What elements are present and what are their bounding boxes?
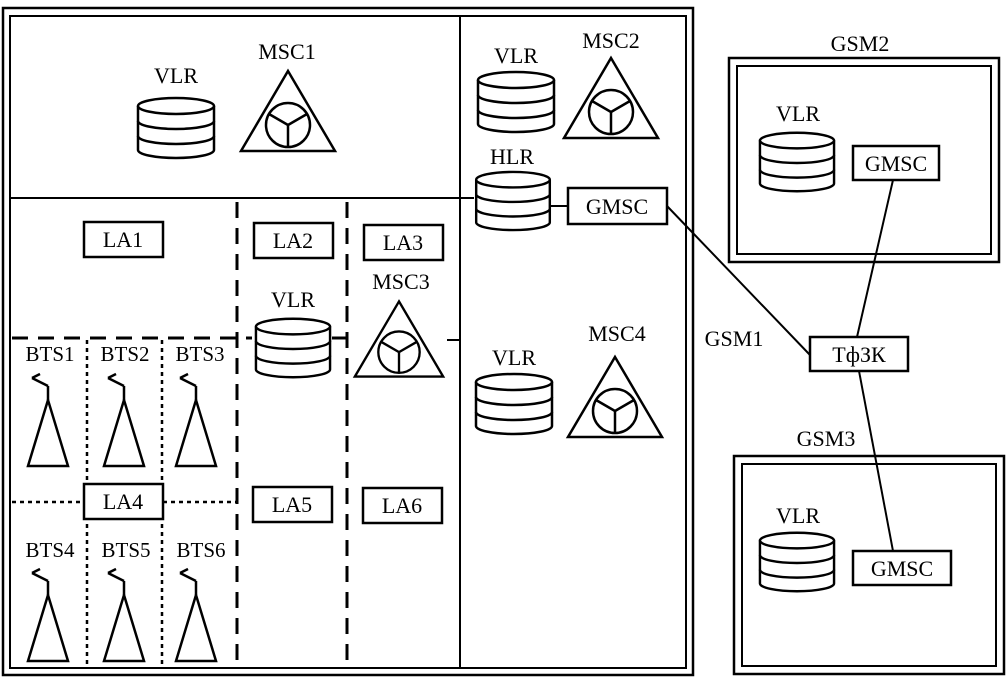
bts2-label: BTS2	[100, 342, 149, 366]
bts4-antenna-icon	[26, 567, 70, 663]
la6-box	[361, 486, 444, 525]
gsm2-gmsc-box	[851, 144, 941, 182]
gsm1-gmsc-box	[566, 186, 669, 226]
la4-box	[82, 482, 165, 521]
gsm2-vlr-database-icon	[758, 131, 836, 193]
msc2-label: MSC2	[582, 28, 639, 53]
gsm2-label: GSM2	[831, 31, 890, 56]
msc4-switch-icon	[566, 355, 664, 439]
gsm3-label: GSM3	[797, 426, 856, 451]
bts1-antenna-icon	[26, 372, 70, 468]
pstn-label: ТфЗК	[832, 342, 886, 367]
la4-label: LA4	[103, 489, 143, 514]
hlr-database-icon	[474, 170, 552, 232]
gsm3-gmsc-label: GMSC	[871, 556, 933, 581]
la3-box	[362, 223, 445, 262]
bts6-label: BTS6	[176, 538, 225, 562]
gsm1-gmsc-label: GMSC	[586, 194, 648, 219]
vlr-msc3-database-icon	[254, 317, 332, 379]
gsm1-network-frame	[1, 6, 695, 677]
la3-label: LA3	[383, 230, 423, 255]
msc1-label: MSC1	[258, 39, 315, 64]
vlr-msc2-label: VLR	[494, 43, 538, 68]
msc4-label: MSC4	[588, 321, 645, 346]
la2-label: LA2	[273, 228, 313, 253]
bts5-label: BTS5	[101, 538, 150, 562]
msc3-label: MSC3	[372, 269, 429, 294]
vlr-msc1-database-icon	[136, 96, 216, 160]
gsm3-vlr-label: VLR	[776, 503, 820, 528]
bts5-antenna-icon	[102, 567, 146, 663]
gsm3-vlr-database-icon	[758, 531, 836, 593]
connections	[447, 179, 894, 552]
gsm3-gmsc-box	[851, 549, 953, 587]
la5-box	[251, 485, 334, 524]
vlr-msc2-database-icon	[476, 70, 556, 134]
vlr-msc4-label: VLR	[492, 345, 536, 370]
la1-box	[82, 220, 165, 259]
gsm1-internal-borders	[10, 16, 474, 668]
msc3-switch-icon	[353, 300, 445, 378]
la2-box	[252, 221, 335, 260]
bts3-antenna-icon	[174, 372, 218, 468]
bts3-label: BTS3	[175, 342, 224, 366]
vlr-msc1-label: VLR	[154, 63, 198, 88]
la6-label: LA6	[382, 493, 422, 518]
vlr-msc3-label: VLR	[271, 287, 315, 312]
msc2-switch-icon	[562, 56, 660, 140]
bts1-label: BTS1	[25, 342, 74, 366]
gsm2-gmsc-label: GMSC	[865, 151, 927, 176]
gsm1-label: GSM1	[705, 326, 764, 351]
gsm2-network-frame	[727, 56, 1001, 264]
vlr-msc4-database-icon	[474, 372, 554, 436]
hlr-label: HLR	[490, 144, 534, 169]
location-area-borders	[12, 202, 352, 664]
msc1-switch-icon	[239, 69, 337, 153]
la1-label: LA1	[103, 227, 143, 252]
bts6-antenna-icon	[174, 567, 218, 663]
gsm3-network-frame	[732, 454, 1006, 676]
la5-label: LA5	[272, 492, 312, 517]
gsm2-vlr-label: VLR	[776, 101, 820, 126]
bts2-antenna-icon	[102, 372, 146, 468]
bts4-label: BTS4	[25, 538, 75, 562]
pstn-box	[808, 335, 910, 373]
